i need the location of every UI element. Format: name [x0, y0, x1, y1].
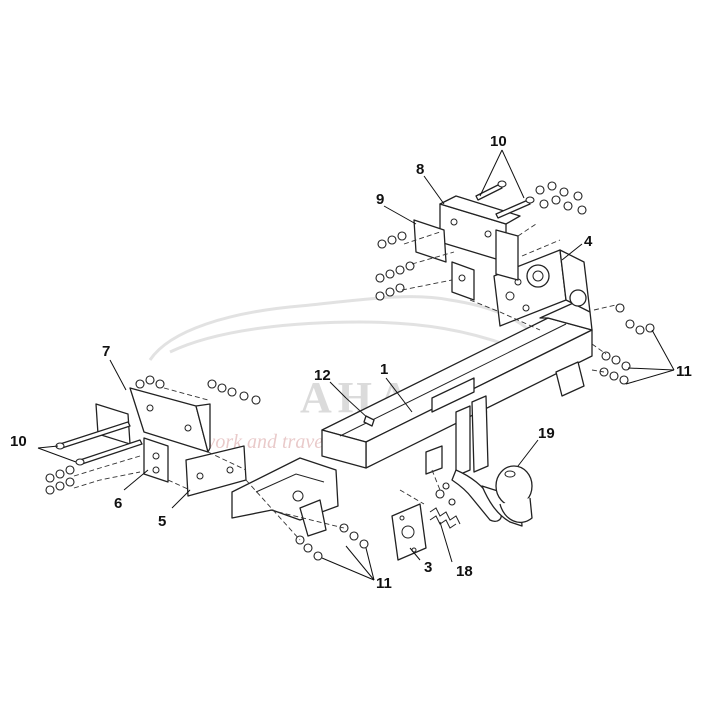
- nut-stack-left-part-7: [135, 375, 261, 405]
- label-10-left: 10: [10, 433, 27, 450]
- nut-stack-lower-left: [45, 465, 75, 495]
- label-12: 12: [314, 367, 331, 384]
- left-upper-bracket-part-7: [129, 387, 211, 453]
- bolt-stack-bottom-part-11: [295, 523, 369, 561]
- tow-neck-bracket: [425, 395, 502, 522]
- label-7: 7: [102, 343, 110, 360]
- fastener-stacks: [45, 181, 655, 561]
- label-11-right: 11: [676, 363, 692, 380]
- label-9: 9: [376, 191, 384, 208]
- tow-ball-part-19: [481, 465, 533, 527]
- bolt-part-12: [345, 397, 375, 427]
- label-4: 4: [584, 233, 593, 250]
- label-10-top: 10: [490, 133, 507, 150]
- callout-leaders: [37, 149, 675, 581]
- label-18: 18: [456, 563, 473, 580]
- label-11-bottom: 11: [376, 575, 392, 592]
- label-8: 8: [416, 161, 424, 178]
- mount-plate-part-9: [413, 219, 475, 301]
- assembly-guide-lines: [73, 223, 621, 541]
- callout-labels: 1 3 4 5 6 7 8 9 10 10 11 11 12 18 19: [10, 133, 692, 592]
- spring-bolt-part-18: [429, 482, 461, 529]
- label-5: 5: [158, 513, 166, 530]
- label-19: 19: [538, 425, 555, 442]
- watermark-tagline: work and travel: [202, 431, 329, 453]
- label-6: 6: [114, 495, 122, 512]
- socket-plate-part-3: [391, 503, 427, 561]
- nut-stack-left-of-9: [375, 231, 415, 301]
- long-bolts-top-part-10: [475, 180, 535, 219]
- nut-stack-top-right: [535, 181, 587, 215]
- bolt-stack-right-part-11: [599, 303, 655, 385]
- label-1: 1: [380, 361, 388, 378]
- long-bolts-left-part-10: [55, 421, 143, 466]
- left-lower-plate-part-5: [185, 445, 247, 497]
- label-3: 3: [424, 559, 432, 576]
- beam-left-end-bracket: [231, 457, 339, 537]
